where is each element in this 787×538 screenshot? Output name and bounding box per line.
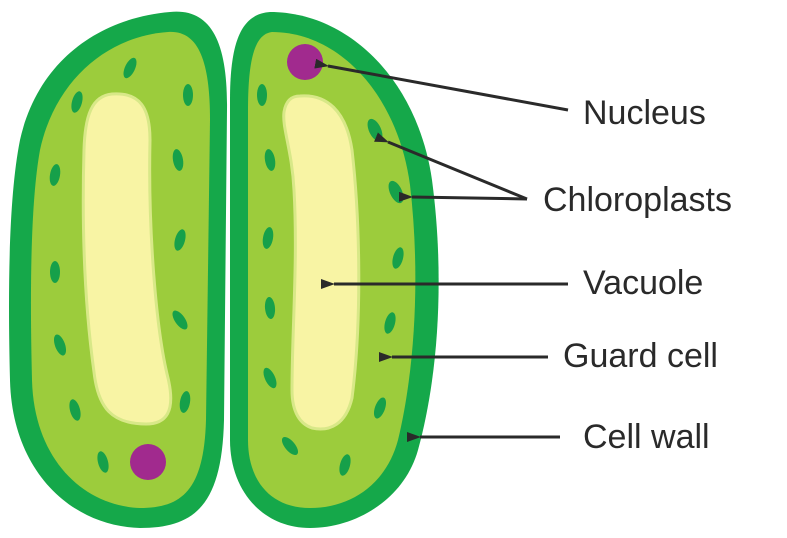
chloroplast-icon bbox=[50, 261, 60, 283]
right-vacuole bbox=[284, 96, 359, 429]
vacuole-label: Vacuole bbox=[583, 266, 703, 300]
cell-wall-label: Cell wall bbox=[583, 420, 710, 454]
left-guard-cell bbox=[9, 12, 227, 528]
left-nucleus-icon bbox=[130, 444, 166, 480]
chloroplast-arrow-lower bbox=[412, 197, 527, 199]
nucleus-label: Nucleus bbox=[583, 96, 706, 130]
guard-cell-label: Guard cell bbox=[563, 339, 718, 373]
right-nucleus-icon bbox=[287, 44, 323, 80]
chloroplasts-label: Chloroplasts bbox=[543, 183, 732, 217]
chloroplast-icon bbox=[183, 84, 193, 106]
right-guard-cell bbox=[230, 12, 439, 528]
chloroplast-icon bbox=[257, 84, 267, 106]
